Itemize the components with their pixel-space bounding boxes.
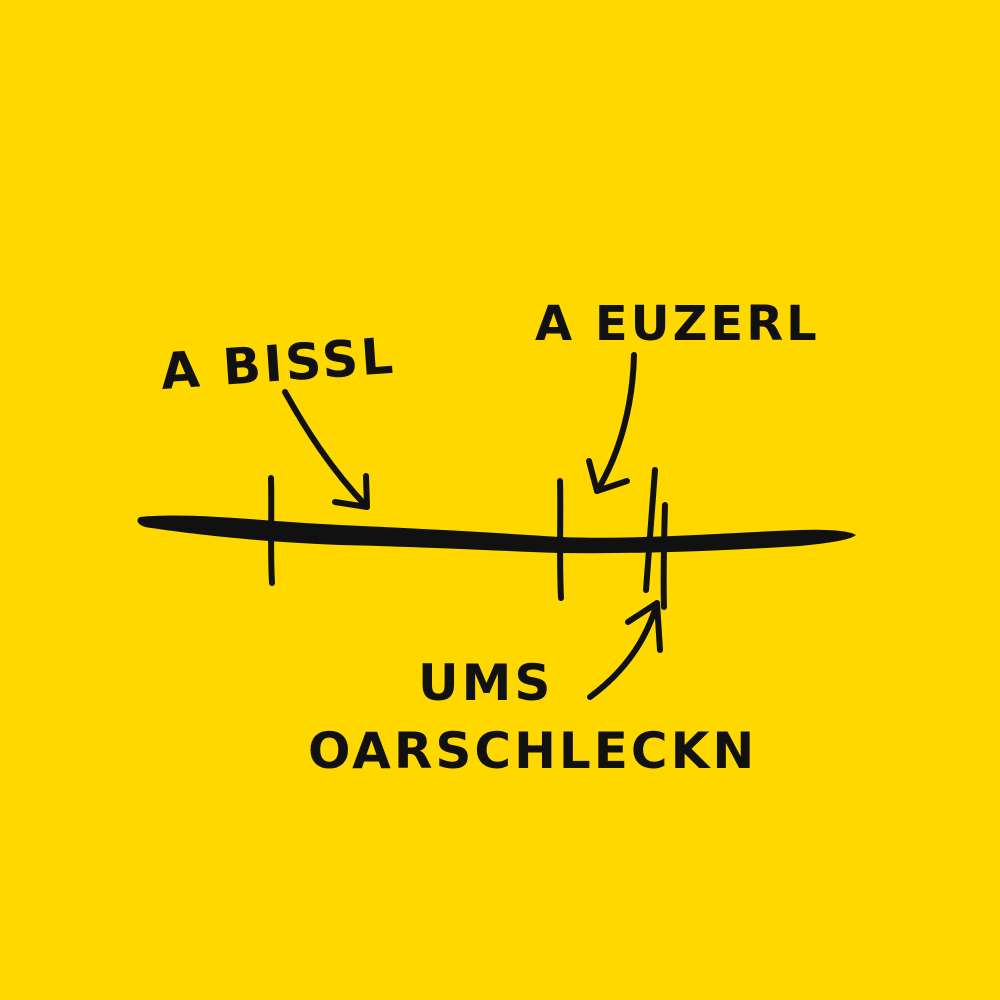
- arrowhead-a-euzerl: [586, 458, 630, 494]
- label-oarschleckn: OARSCHLECKN: [308, 722, 757, 780]
- tick-ums-oarschleckn-2: [660, 502, 668, 610]
- arrowhead-ums-oarschleckn: [625, 600, 663, 653]
- arrow-a-euzerl: [594, 352, 637, 494]
- scale-line: [137, 515, 856, 554]
- arrowhead-a-bissl: [332, 473, 370, 510]
- tick-ums-oarschleckn-1: [643, 467, 658, 593]
- tick-a-euzerl: [557, 478, 564, 601]
- label-a-euzerl: A EUZERL: [535, 296, 820, 352]
- arrow-ums-oarschleckn: [587, 600, 660, 700]
- tick-a-bissl: [268, 475, 275, 586]
- arrow-a-bissl: [282, 389, 370, 510]
- label-ums: UMS: [418, 654, 553, 712]
